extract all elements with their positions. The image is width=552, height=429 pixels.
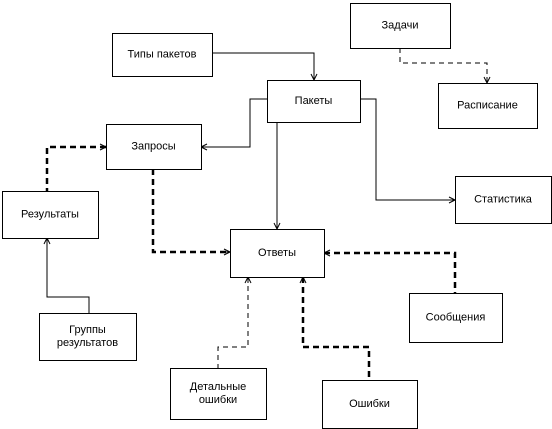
edge-line [324, 251, 457, 293]
entity-box [230, 229, 325, 278]
entity-label: Статистика [474, 193, 533, 205]
entity-schedule[interactable]: Расписание [438, 83, 538, 129]
entity-label: Типы пакетов [128, 48, 197, 60]
entity-label: результатов [57, 337, 118, 349]
entity-label: Детальные [190, 381, 246, 393]
entity-label: Запросы [131, 140, 175, 152]
edge-line [217, 277, 249, 368]
entity-task-types[interactable]: Типы пакетов [112, 33, 213, 77]
edge-answers-to-messages [323, 249, 457, 293]
entity-box [112, 33, 213, 77]
edge-tasks-to-schedule [399, 48, 491, 84]
entity-box [170, 368, 267, 420]
edge-line [301, 277, 371, 380]
edge-task-types-to-packets [212, 52, 318, 81]
edge-line [399, 48, 488, 83]
entity-box [106, 124, 202, 170]
entity-label: Группы [69, 324, 106, 336]
edge-line [212, 52, 315, 80]
edge-packets-to-requests [200, 98, 267, 151]
edge-line [201, 98, 267, 148]
entity-results[interactable]: Результаты [2, 191, 99, 239]
entity-label: Ответы [258, 247, 296, 259]
entity-label: Ошибки [349, 398, 390, 410]
entity-errors[interactable]: Ошибки [322, 380, 418, 429]
entity-box [409, 293, 503, 343]
entity-label: ошибки [199, 394, 237, 406]
edge-answers-to-detailed-errors [217, 276, 252, 368]
entity-box [39, 313, 137, 361]
entity-box [438, 83, 538, 129]
edge-line [151, 169, 230, 254]
edge-requests-to-results [45, 143, 107, 191]
entity-messages[interactable]: Сообщения [409, 293, 503, 343]
entity-statistics[interactable]: Статистика [455, 176, 552, 224]
edge-results-to-result-groups [43, 237, 90, 313]
entity-answers[interactable]: Ответы [230, 229, 325, 278]
entity-label: Задачи [382, 19, 419, 31]
entity-label: Сообщения [426, 311, 486, 323]
entity-tasks[interactable]: Задачи [350, 3, 451, 49]
edge-packets-to-statistics [360, 98, 456, 204]
entity-box [267, 80, 361, 123]
entity-box [2, 191, 99, 239]
entity-requests[interactable]: Запросы [106, 124, 202, 170]
edge-requests-to-answers [151, 169, 231, 256]
edge-answers-to-errors [299, 276, 371, 380]
entity-label: Расписание [457, 99, 518, 111]
edge-line [45, 145, 106, 191]
edge-line [360, 98, 455, 201]
entity-label: Пакеты [295, 95, 333, 107]
edge-packets-to-answers [273, 122, 281, 230]
entity-packets[interactable]: Пакеты [267, 80, 361, 123]
entity-box [322, 380, 418, 429]
entity-label: Результаты [21, 208, 79, 220]
entity-box [350, 3, 451, 49]
edge-line [46, 238, 90, 313]
entity-box [455, 176, 552, 224]
